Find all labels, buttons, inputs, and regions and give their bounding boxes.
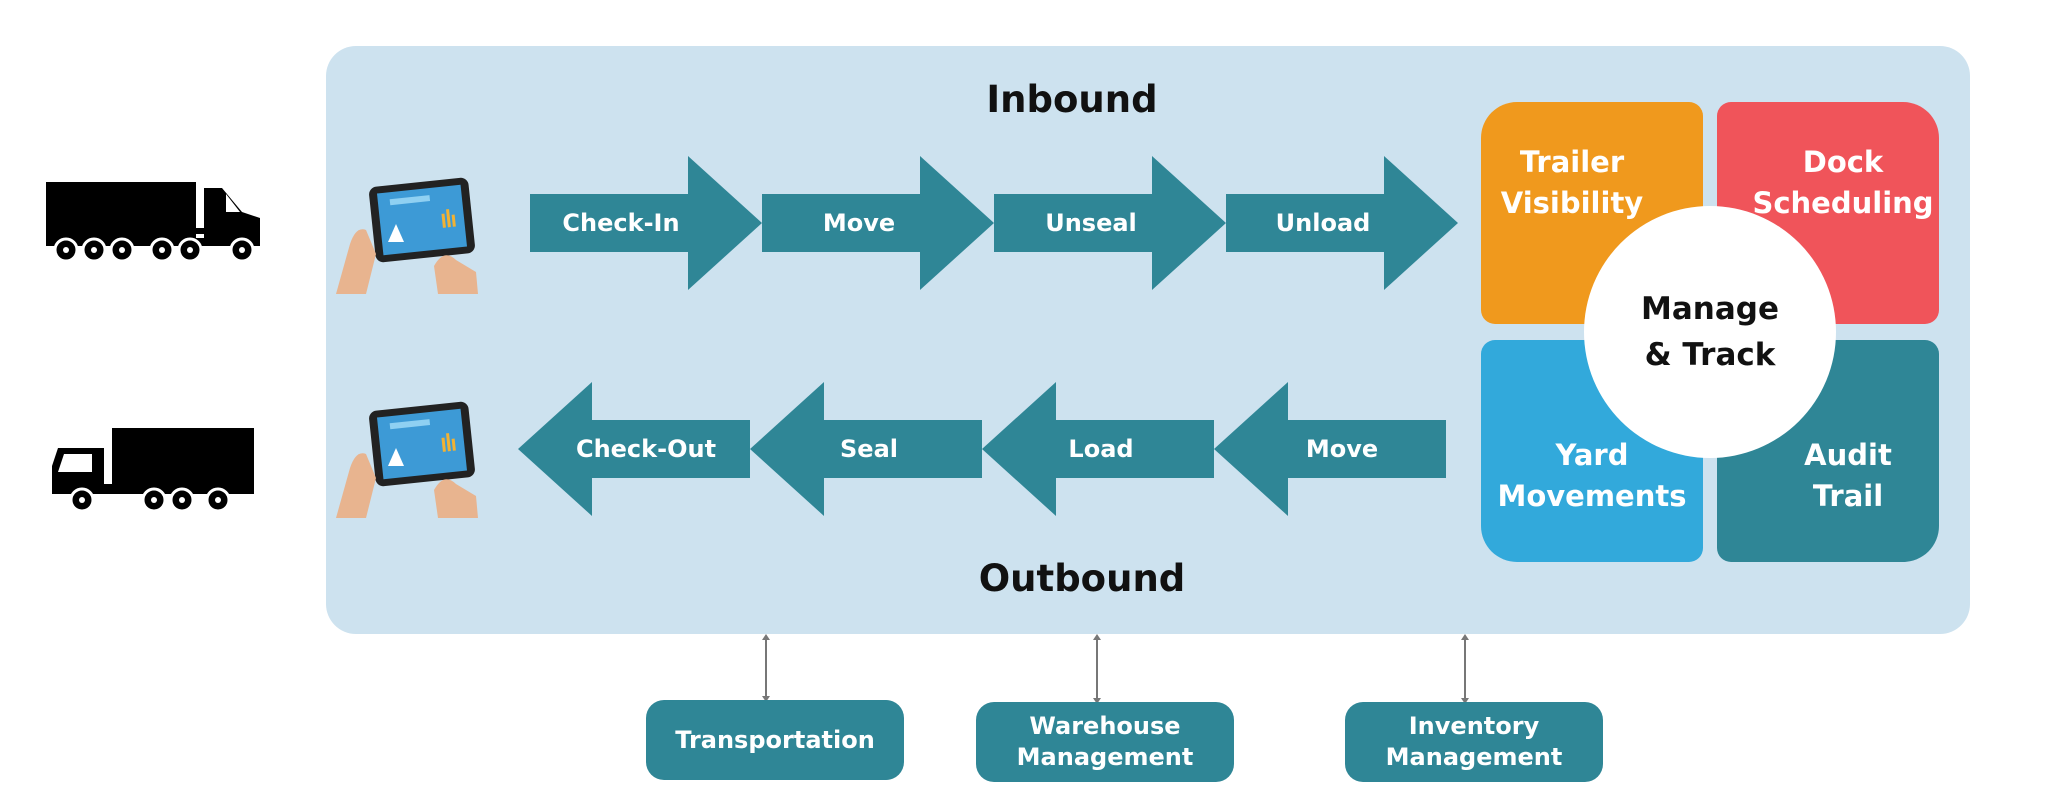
outbound-arrow-seal: [750, 382, 982, 516]
manage-track-line2: & Track: [1644, 337, 1776, 373]
step-move-outbound: Move: [1305, 435, 1379, 463]
inventory-line2: Management: [1385, 743, 1563, 771]
transportation-label: Transportation: [675, 725, 875, 754]
inbound-heading: Inbound: [986, 78, 1158, 121]
dock-scheduling-line2: Scheduling: [1752, 186, 1934, 220]
outbound-arrow-move: [1214, 382, 1446, 516]
step-check-out: Check-Out: [575, 435, 717, 463]
yard-movements-line1: Yard: [1555, 438, 1629, 472]
warehouse-line1: Warehouse: [1029, 712, 1181, 740]
outbound-arrow-load: [982, 382, 1214, 516]
inbound-arrow-move: [762, 156, 994, 290]
step-unseal: Unseal: [1045, 209, 1137, 237]
trailer-visibility-line1: Trailer: [1519, 145, 1625, 179]
trailer-visibility-line2: Visibility: [1500, 186, 1644, 220]
step-load: Load: [1068, 435, 1134, 463]
connector-arrowhead: [762, 634, 770, 640]
yard-movements-line2: Movements: [1497, 479, 1687, 513]
step-unload: Unload: [1275, 209, 1371, 237]
manage-track-circle: Manage & Track: [1584, 206, 1836, 458]
outbound-arrow-check-out: [518, 382, 750, 516]
semi-truck-icon: [46, 182, 260, 263]
box-truck-icon: [52, 428, 254, 513]
inbound-arrow-check-in: [530, 156, 762, 290]
connector-arrowhead: [1093, 698, 1101, 704]
connector-arrowhead: [1093, 634, 1101, 640]
tablet-hands-icon: [336, 177, 478, 294]
connector-line-transportation: [765, 638, 767, 698]
inbound-arrow-unload: [1226, 156, 1458, 290]
inbound-arrow-unseal: [994, 156, 1226, 290]
step-check-in: Check-In: [562, 209, 680, 237]
connector-arrowhead: [1461, 698, 1469, 704]
connector-arrowhead: [762, 696, 770, 702]
connector-arrowhead: [1461, 634, 1469, 640]
outbound-heading: Outbound: [978, 557, 1186, 600]
warehouse-line2: Management: [1016, 743, 1194, 771]
manage-track-line1: Manage: [1641, 291, 1779, 327]
connector-line-warehouse: [1096, 638, 1098, 700]
audit-trail-line1: Audit: [1804, 438, 1892, 472]
system-transportation: Transportation: [646, 700, 904, 780]
step-seal: Seal: [840, 435, 898, 463]
dock-scheduling-line1: Dock: [1802, 145, 1884, 179]
inventory-line1: Inventory: [1408, 712, 1540, 740]
tablet-hands-icon: [336, 401, 478, 518]
step-move-inbound: Move: [822, 209, 896, 237]
connector-line-inventory: [1464, 638, 1466, 700]
audit-trail-line2: Trail: [1812, 479, 1884, 513]
